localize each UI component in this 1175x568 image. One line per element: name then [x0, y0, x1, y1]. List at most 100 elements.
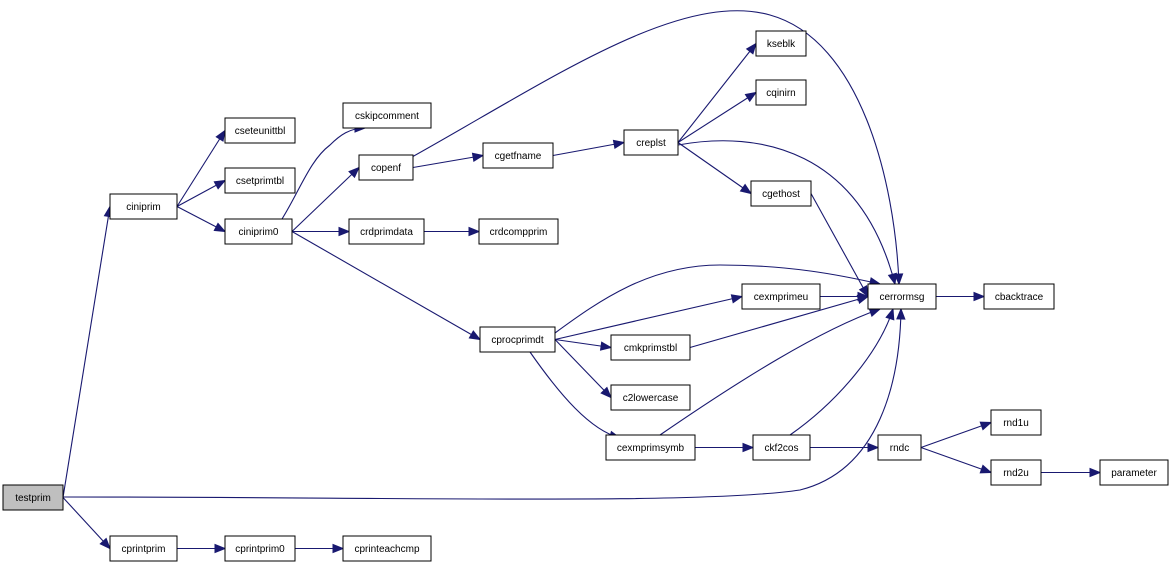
arrowhead: [332, 543, 345, 554]
edge-line: [689, 295, 869, 349]
arrowhead: [868, 307, 882, 317]
edge-rndc-to-rnd2u: [920, 446, 993, 474]
edge-line: [659, 308, 881, 436]
node-crdprimdata[interactable]: crdprimdata: [348, 218, 425, 245]
node-cskipcomment[interactable]: cskipcomment: [342, 102, 432, 129]
arrowhead: [885, 307, 895, 321]
arrowhead: [213, 179, 227, 190]
node-cprintprim0[interactable]: cprintprim0: [224, 535, 296, 562]
node-cmkprimstbl[interactable]: cmkprimstbl: [610, 334, 691, 361]
edge-crdprimdata-to-crdcompprim: [424, 226, 481, 237]
edge-ciniprim0-to-crdprimdata: [292, 226, 351, 237]
node-label: cgethost: [762, 189, 800, 200]
node-box: [610, 334, 691, 361]
arrowhead: [745, 42, 757, 55]
node-box: [224, 535, 296, 562]
edge-line: [554, 295, 743, 341]
node-copenf[interactable]: copenf: [358, 154, 414, 181]
node-cqinirn[interactable]: cqinirn: [755, 79, 807, 106]
node-c2lowercase[interactable]: c2lowercase: [610, 384, 691, 411]
node-cseteunittbl[interactable]: cseteunittbl: [224, 117, 296, 144]
node-box: [741, 283, 821, 310]
node-ciniprim[interactable]: ciniprim: [109, 193, 178, 220]
node-csetprimtbl[interactable]: csetprimtbl: [224, 167, 296, 194]
edge-creplst-to-cqinirn: [677, 91, 758, 143]
node-label: cqinirn: [766, 88, 795, 99]
node-parameter[interactable]: parameter: [1099, 459, 1169, 486]
node-creplst[interactable]: creplst: [623, 129, 679, 156]
arrowhead: [739, 183, 753, 195]
node-cprintprim[interactable]: cprintprim: [109, 535, 178, 562]
node-box: [755, 79, 807, 106]
node-cprinteachcmp[interactable]: cprinteachcmp: [342, 535, 432, 562]
arrowhead: [215, 129, 226, 142]
edge-ciniprim-to-csetprimtbl: [176, 179, 227, 207]
arrowhead: [973, 291, 986, 302]
node-cexmprimsymb[interactable]: cexmprimsymb: [605, 434, 696, 461]
edge-ciniprim0-to-cprocprimdt: [291, 231, 482, 341]
node-rnd1u[interactable]: rnd1u: [990, 409, 1042, 436]
node-label: rnd2u: [1003, 468, 1029, 479]
node-kseblk[interactable]: kseblk: [755, 30, 807, 57]
edge-ckf2cos-to-cerrormsg: [789, 307, 895, 436]
edge-cprintprim-to-cprintprim0: [177, 543, 227, 554]
edge-line: [920, 446, 992, 474]
node-box: [358, 154, 414, 181]
arrowhead: [468, 226, 481, 237]
node-label: crdprimdata: [360, 227, 413, 238]
node-ckf2cos[interactable]: ckf2cos: [752, 434, 811, 461]
node-cprocprimdt[interactable]: cprocprimdt: [479, 326, 556, 353]
node-cgethost[interactable]: cgethost: [750, 180, 812, 207]
node-cbacktrace[interactable]: cbacktrace: [983, 283, 1055, 310]
node-cexmprimeu[interactable]: cexmprimeu: [741, 283, 821, 310]
node-cerrormsg[interactable]: cerrormsg: [867, 283, 937, 310]
edge-cprocprimdt-to-c2lowercase: [554, 339, 612, 399]
node-crdcompprim[interactable]: crdcompprim: [478, 218, 559, 245]
node-label: cprintprim: [122, 544, 166, 555]
edge-cprocprimdt-to-cexmprimeu: [554, 294, 744, 341]
edge-line: [291, 167, 360, 232]
node-box: [990, 459, 1042, 486]
node-box: [990, 409, 1042, 436]
edge-testprim-to-cprintprim: [62, 497, 111, 550]
node-ciniprim0[interactable]: ciniprim0: [224, 218, 293, 245]
edge-cprintprim0-to-cprinteachcmp: [295, 543, 345, 554]
node-testprim[interactable]: testprim: [2, 484, 64, 511]
node-box: [342, 102, 432, 129]
edge-creplst-to-kseblk: [677, 42, 757, 143]
node-label: cexmprimeu: [754, 292, 808, 303]
edge-line: [291, 231, 481, 340]
node-label: creplst: [636, 138, 666, 149]
edge-line: [412, 154, 484, 169]
edge-ciniprim-to-ciniprim0: [176, 206, 227, 233]
node-box: [109, 535, 178, 562]
node-label: cgetfname: [495, 151, 542, 162]
edge-cgetfname-to-creplst: [552, 139, 626, 157]
node-label: ciniprim: [126, 202, 160, 213]
node-label: cprinteachcmp: [354, 544, 419, 555]
edge-cexmprimsymb-to-cerrormsg: [659, 307, 882, 436]
node-label: ciniprim0: [238, 227, 278, 238]
node-box: [750, 180, 812, 207]
node-label: csetprimtbl: [236, 176, 284, 187]
arrowhead: [599, 341, 613, 351]
node-cgetfname[interactable]: cgetfname: [482, 142, 554, 169]
node-box: [224, 218, 293, 245]
node-label: c2lowercase: [623, 393, 679, 404]
node-box: [482, 142, 554, 169]
arrowhead: [856, 294, 870, 304]
node-rndc[interactable]: rndc: [877, 434, 922, 461]
edge-line: [554, 264, 881, 334]
edge-rndc-to-rnd1u: [920, 421, 993, 449]
edge-ciniprim-to-cseteunittbl: [176, 129, 226, 207]
node-rnd2u[interactable]: rnd2u: [990, 459, 1042, 486]
edge-line: [554, 339, 612, 398]
arrowhead: [213, 222, 227, 233]
node-label: ckf2cos: [765, 443, 799, 454]
node-label: parameter: [1111, 468, 1157, 479]
edge-creplst-to-cerrormsg: [677, 140, 897, 286]
edge-line: [176, 130, 226, 207]
edge-line: [411, 10, 900, 285]
node-label: testprim: [15, 493, 51, 504]
edge-ciniprim0-to-copenf: [291, 166, 360, 232]
